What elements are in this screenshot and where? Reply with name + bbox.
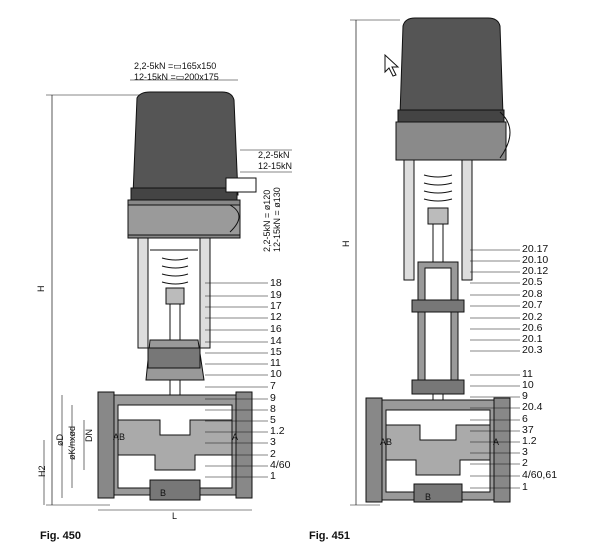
actuator-size-1: 2,2-5kN =▭165x150 bbox=[134, 61, 217, 71]
callout-450-8: 8 bbox=[270, 403, 276, 415]
dim-DN: DN bbox=[84, 429, 94, 442]
callout-450-19: 19 bbox=[270, 289, 282, 301]
callout-451-20-6: 20.6 bbox=[522, 322, 543, 334]
callout-451-3: 3 bbox=[522, 446, 528, 458]
callout-451-11: 11 bbox=[522, 368, 533, 380]
callout-451-20-1: 20.1 bbox=[522, 333, 543, 345]
callout-450-15: 15 bbox=[270, 346, 282, 358]
callout-450-14: 14 bbox=[270, 335, 282, 347]
callout-450-5: 5 bbox=[270, 414, 276, 426]
port-A-451: A bbox=[493, 437, 500, 447]
callout-451-10: 10 bbox=[522, 379, 534, 391]
callout-451-20-10: 20.10 bbox=[522, 254, 549, 266]
callout-450-2: 2 bbox=[270, 448, 276, 460]
callout-450-4-60: 4/60 bbox=[270, 459, 291, 471]
callout-450-1-2: 1.2 bbox=[270, 425, 285, 437]
callout-451-20-8: 20.8 bbox=[522, 288, 543, 300]
port-B-451: B bbox=[425, 492, 432, 502]
port-AB-450: AB bbox=[113, 432, 126, 442]
caption-fig451: Fig. 451 bbox=[309, 530, 350, 542]
port-A-450: A bbox=[232, 432, 239, 442]
callout-450-10: 10 bbox=[270, 368, 282, 380]
port-AB-451: AB bbox=[380, 437, 393, 447]
callout-450-18: 18 bbox=[270, 277, 282, 289]
callout-450-3: 3 bbox=[270, 436, 276, 448]
callout-451-6: 6 bbox=[522, 413, 528, 425]
dim-H2: H2 bbox=[37, 465, 47, 477]
dim-H-fig450: H bbox=[36, 285, 46, 293]
dim-K: øK/nxød bbox=[67, 425, 77, 460]
dim-H-fig451: H bbox=[341, 240, 351, 248]
callout-450-7: 7 bbox=[270, 380, 276, 392]
callout-451-20-3: 20.3 bbox=[522, 344, 543, 356]
callout-451-4-60-61: 4/60,61 bbox=[522, 469, 558, 481]
side-size-2: 12-15kN bbox=[258, 161, 293, 171]
callout-451-20-4: 20.4 bbox=[522, 401, 543, 413]
callout-451-20-12: 20.12 bbox=[522, 265, 549, 277]
side-size-1: 2,2-5kN bbox=[258, 150, 290, 160]
callout-451-37: 37 bbox=[522, 424, 534, 436]
callout-451-1: 1 bbox=[522, 481, 528, 493]
callout-451-20-2: 20.2 bbox=[522, 311, 543, 323]
callout-451-20-7: 20.7 bbox=[522, 299, 543, 311]
callout-451-20-17: 20.17 bbox=[522, 243, 549, 255]
callout-451-20-5: 20.5 bbox=[522, 276, 543, 288]
dim-D: øD bbox=[55, 434, 65, 446]
callout-450-1: 1 bbox=[270, 470, 276, 482]
callout-450-16: 16 bbox=[270, 323, 282, 335]
diam-label-1: 2,2-5kN = ø120 bbox=[262, 189, 272, 252]
actuator-size-2: 12-15kN =▭200x175 bbox=[134, 72, 219, 82]
callout-451-9: 9 bbox=[522, 390, 528, 402]
callout-451-2: 2 bbox=[522, 457, 528, 469]
mouse-cursor-icon bbox=[384, 53, 400, 77]
fig450-drawing bbox=[43, 79, 292, 511]
callout-451-1-2: 1.2 bbox=[522, 435, 537, 447]
callout-450-12: 12 bbox=[270, 311, 282, 323]
callout-450-17: 17 bbox=[270, 300, 282, 312]
callout-450-11: 11 bbox=[270, 357, 281, 369]
diam-label-2: 12-15kN = ø130 bbox=[272, 187, 282, 252]
fig451-drawing bbox=[350, 17, 520, 506]
callout-450-9: 9 bbox=[270, 392, 276, 404]
dim-L: L bbox=[172, 511, 178, 521]
port-B-450: B bbox=[160, 488, 167, 498]
caption-fig450: Fig. 450 bbox=[40, 530, 81, 542]
